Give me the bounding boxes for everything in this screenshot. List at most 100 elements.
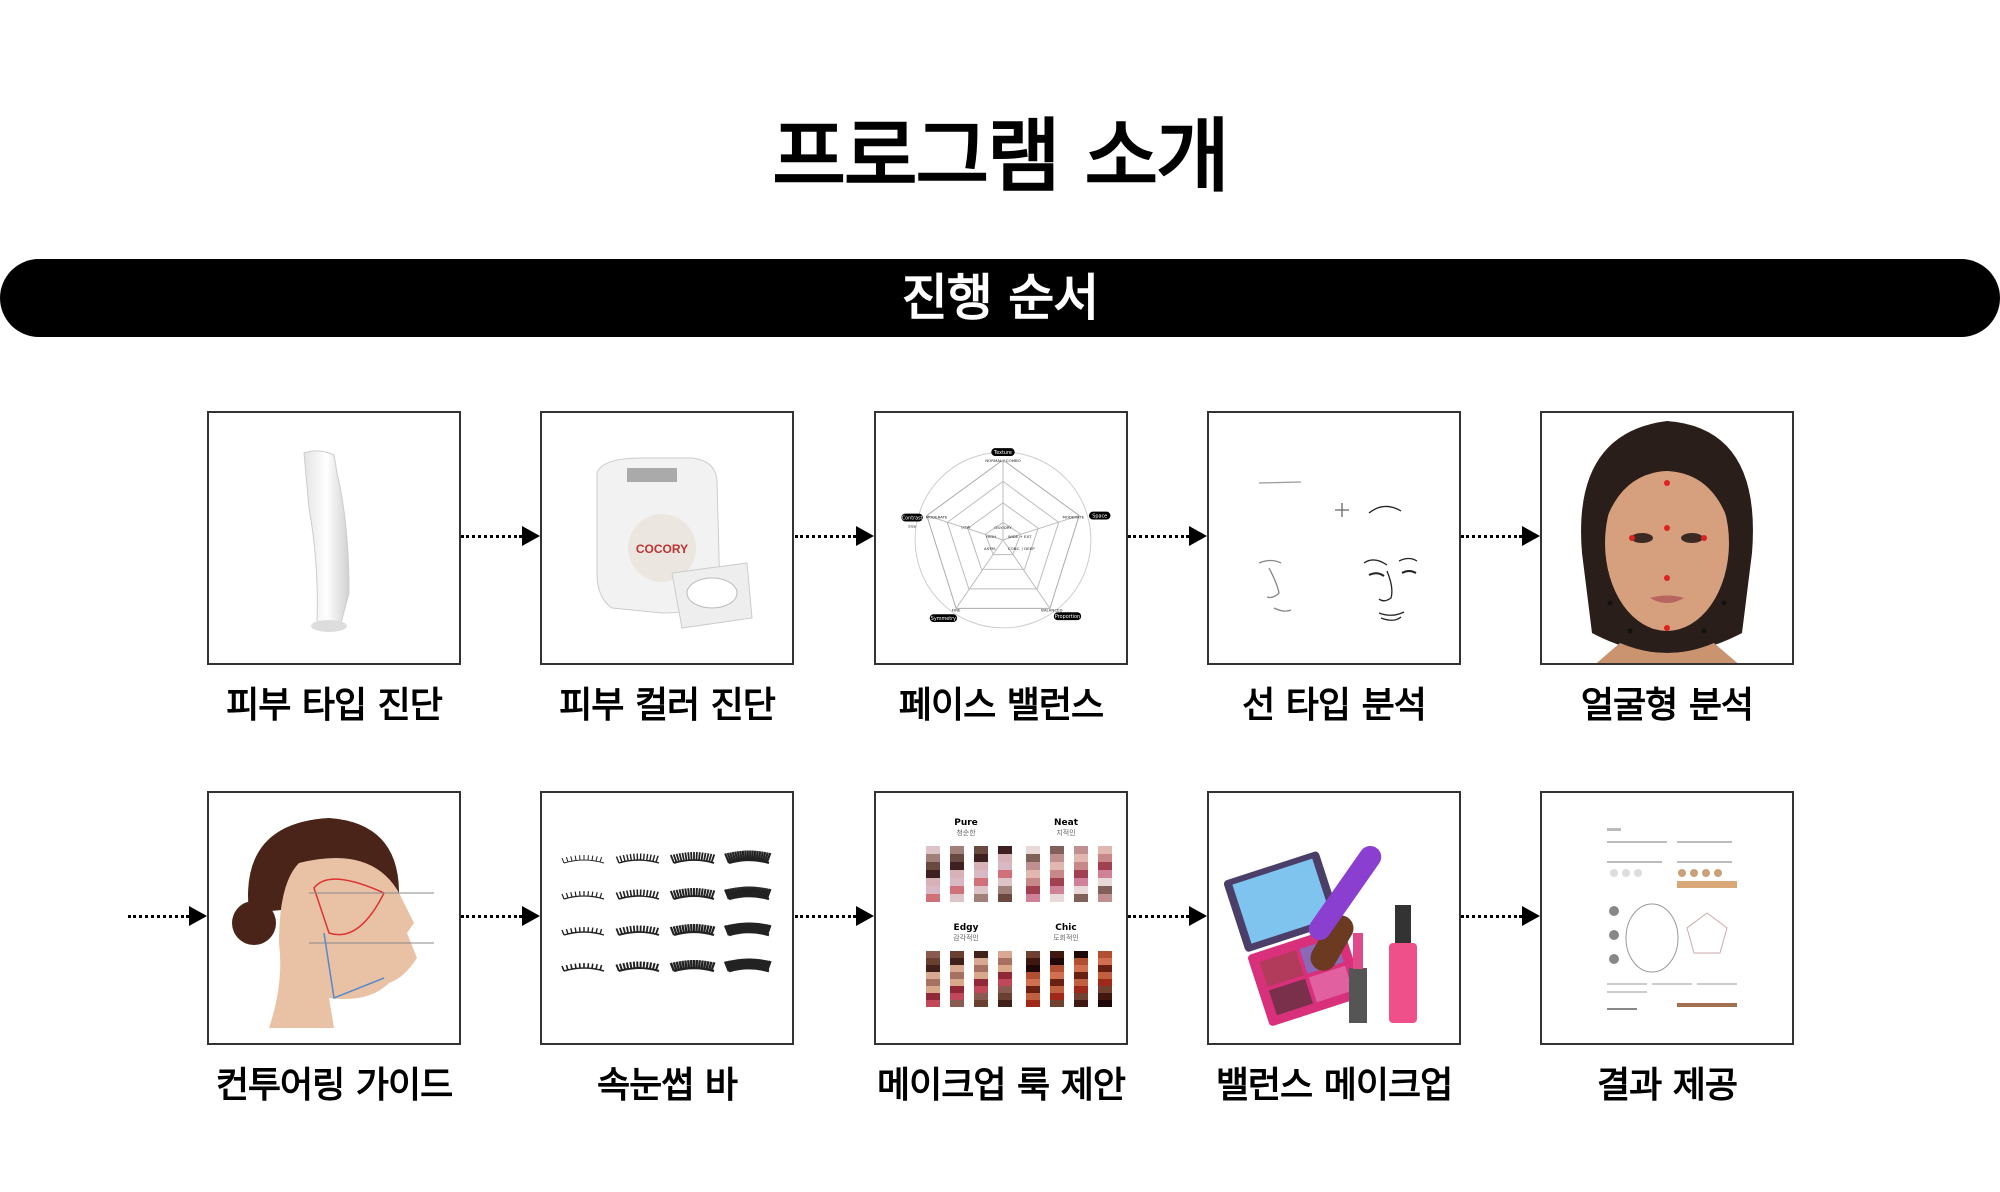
color-swatch [974, 1000, 988, 1007]
color-swatch [1098, 993, 1112, 1000]
radar-inner-value: ASYM. [984, 546, 996, 551]
color-swatch [974, 870, 988, 878]
color-swatch [1026, 870, 1040, 878]
color-swatch [998, 965, 1012, 972]
radar-inner-value: WIDE + EXT [1008, 534, 1032, 539]
eyelash-strip [615, 889, 660, 900]
color-swatch [926, 951, 940, 958]
color-swatch [998, 878, 1012, 886]
radar-outer-value: BALANCED [1041, 607, 1062, 612]
color-swatch [974, 886, 988, 894]
color-swatch [998, 854, 1012, 862]
color-swatch [1098, 894, 1112, 902]
color-swatch [1074, 1000, 1088, 1007]
step-card-contouring [207, 791, 461, 1045]
color-swatch [974, 862, 988, 870]
color-swatch [1098, 886, 1112, 894]
color-swatch [926, 846, 940, 854]
step-card-face-balance: Texture Space Proportion Symmetry Contra… [874, 411, 1128, 665]
palette-subtitle: 도회적인 [1053, 934, 1079, 942]
color-swatch [974, 972, 988, 979]
color-swatch [950, 854, 964, 862]
color-swatch [1074, 951, 1088, 958]
eyelash-strip [669, 924, 716, 937]
eyelash-strip [561, 963, 605, 972]
color-swatch [1074, 958, 1088, 965]
radar-outer-value: FINE [952, 607, 961, 612]
color-swatch [998, 886, 1012, 894]
color-swatch [974, 958, 988, 965]
eyelash-strip [724, 886, 772, 901]
color-swatch [998, 862, 1012, 870]
color-swatch [950, 870, 964, 878]
color-swatch [1026, 878, 1040, 886]
step-label: 얼굴형 분석 [1580, 685, 1754, 726]
section-banner: 진행 순서 [0, 259, 2000, 337]
color-swatch [950, 1000, 964, 1007]
eyelash-strip [615, 853, 660, 864]
color-palette [926, 951, 1012, 1007]
color-swatch [1050, 870, 1064, 878]
color-swatch [1026, 846, 1040, 854]
color-swatch [1074, 894, 1088, 902]
color-swatch [974, 979, 988, 986]
radar-inner-value: HIGH [986, 534, 996, 539]
makeup-products-icon [1223, 845, 1417, 1026]
color-swatch [1026, 958, 1040, 965]
color-palette [926, 846, 1012, 902]
color-swatch [1050, 958, 1064, 965]
color-swatch [950, 986, 964, 993]
step-label: 페이스 밸런스 [898, 685, 1104, 726]
color-swatch [1098, 986, 1112, 993]
color-swatch [926, 993, 940, 1000]
color-swatch [998, 958, 1012, 965]
eyelashes-icon [561, 850, 772, 973]
flow-arrow [795, 526, 874, 546]
skin-color-device-icon: COCORY [596, 457, 753, 629]
eyelash-strip [669, 852, 716, 864]
color-swatch [974, 878, 988, 886]
color-swatch [1026, 886, 1040, 894]
color-swatch [950, 958, 964, 965]
color-swatch [1098, 870, 1112, 878]
color-swatch [1026, 979, 1040, 986]
eyelash-strip [723, 922, 772, 937]
flow-arrow [795, 906, 874, 926]
color-swatch [1050, 862, 1064, 870]
eyelash-strip [669, 959, 716, 973]
color-swatch [998, 951, 1012, 958]
color-swatch [926, 958, 940, 965]
eyelash-strip [561, 855, 605, 864]
color-swatch [998, 894, 1012, 902]
color-swatch [950, 993, 964, 1000]
radar-axis-texture: Texture [993, 450, 1012, 456]
radar-axis-sub: Size [908, 523, 917, 528]
radar-inner-value: LOW [961, 524, 970, 529]
color-swatch [1098, 1000, 1112, 1007]
contouring-profile-icon [232, 818, 434, 1028]
color-swatch [974, 986, 988, 993]
step-card-face-shape [1540, 411, 1794, 665]
flow-arrow [461, 906, 540, 926]
radar-axis-space: Space [1092, 514, 1107, 520]
eyelash-strip [724, 850, 772, 865]
color-swatch [974, 854, 988, 862]
color-swatch [1074, 878, 1088, 886]
color-swatch [1026, 986, 1040, 993]
page-title: 프로그램 소개 [772, 110, 1229, 203]
eyelash-strip [561, 927, 605, 936]
color-swatch [1074, 870, 1088, 878]
color-swatch [974, 993, 988, 1000]
radar-axis-proportion: Proportion [1055, 614, 1080, 620]
flow-arrow [1461, 526, 1540, 546]
skin-type-device-icon [303, 450, 350, 632]
color-swatch [1098, 958, 1112, 965]
step-card-eyelashes [540, 791, 794, 1045]
color-swatch [998, 986, 1012, 993]
step-label: 피부 타입 진단 [226, 685, 443, 726]
color-swatch [1074, 979, 1088, 986]
